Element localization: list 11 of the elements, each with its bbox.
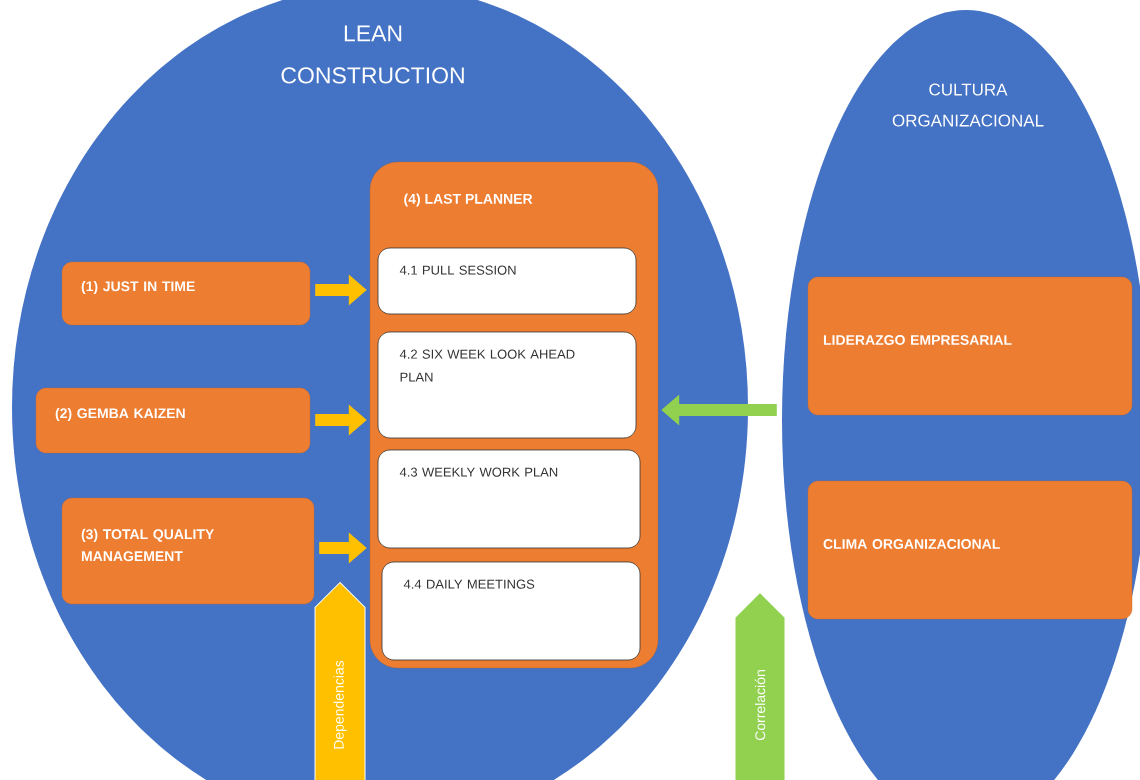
process-box: LIDERAZGO EMPRESARIAL (807, 276, 1133, 416)
process-box: 4.1 PULL SESSION (377, 247, 637, 315)
legend-label: Correlación (754, 670, 766, 741)
process-box: (1) JUST IN TIME (61, 261, 311, 326)
legend-label: Dependencias (333, 660, 347, 749)
process-box: 4.4 DAILY MEETINGS (381, 561, 641, 661)
process-box: 4.3 WEEKLY WORK PLAN (377, 449, 641, 549)
process-box: CLIMA ORGANIZACIONAL (807, 480, 1133, 620)
process-box: (3) TOTAL QUALITY MANAGEMENT (61, 497, 315, 605)
process-box: (2) GEMBA KAIZEN (35, 387, 311, 454)
process-box: 4.2 SIX WEEK LOOK AHEAD PLAN (377, 331, 637, 439)
